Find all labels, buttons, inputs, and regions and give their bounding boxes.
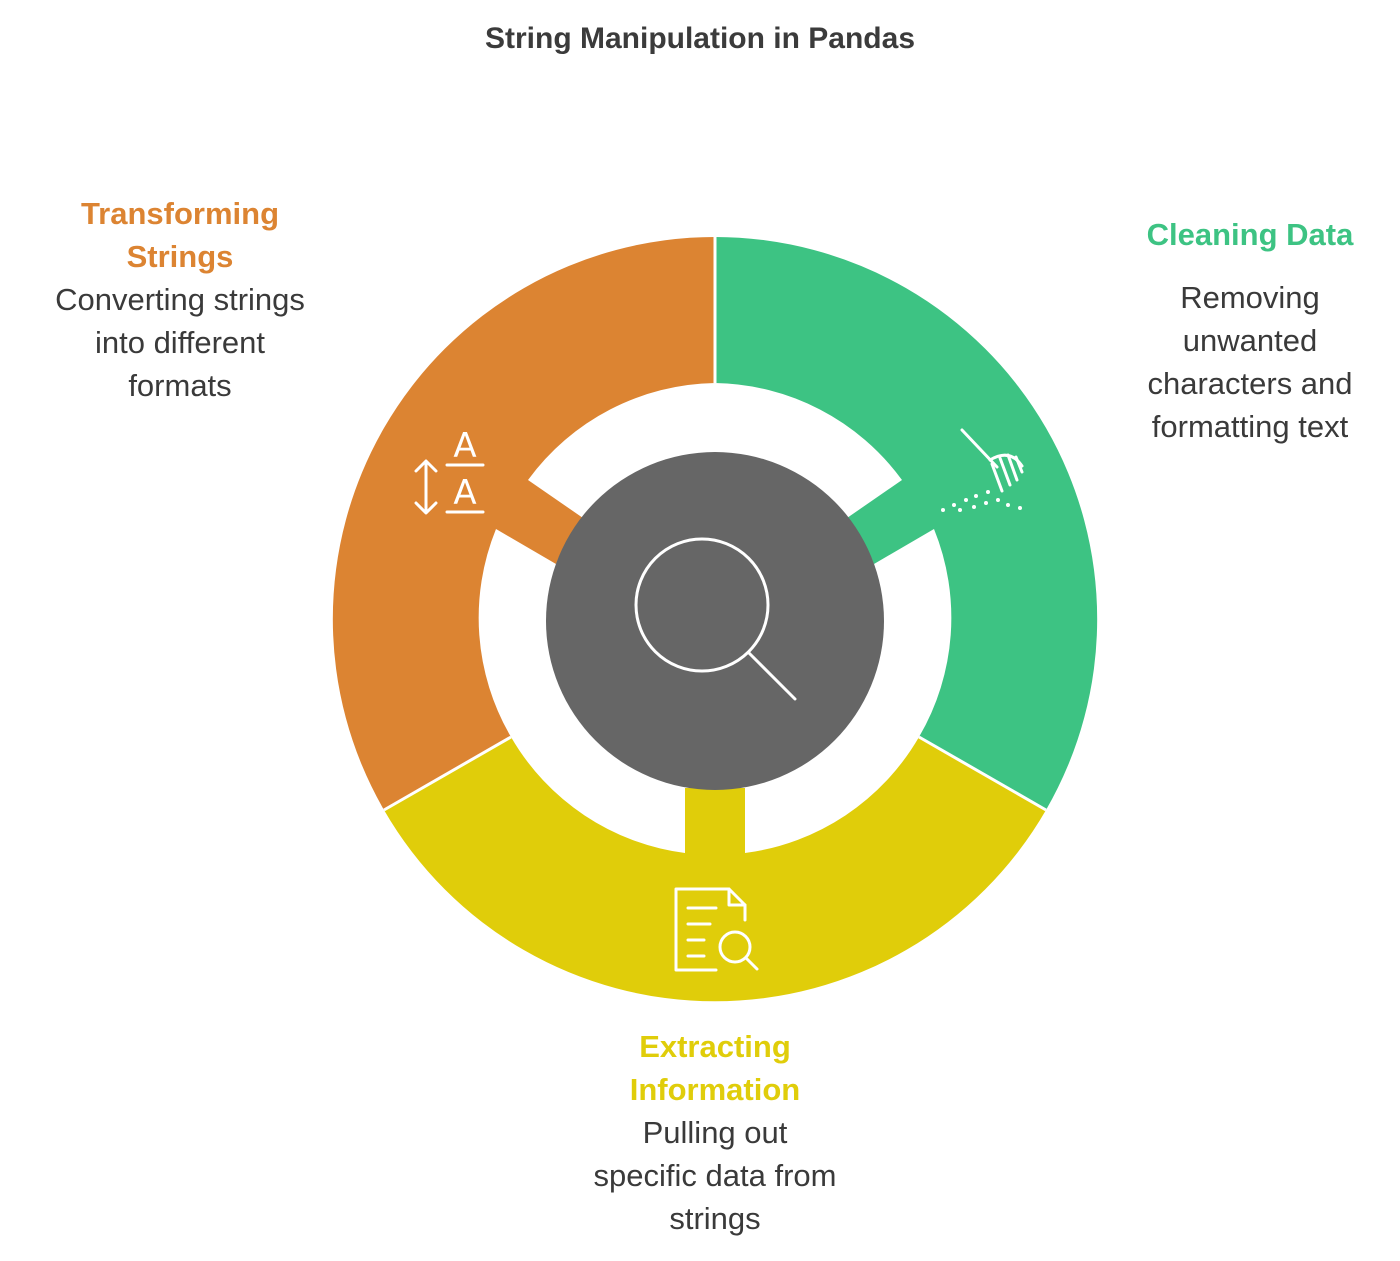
divider-line [383, 735, 512, 812]
extract-description: Pulling out specific data from strings [593, 1115, 837, 1236]
clean-heading: Cleaning Data [1146, 217, 1354, 252]
text-size-icon: A A [414, 426, 485, 515]
extract-heading: Extracting Information [629, 1029, 801, 1107]
extract-label-block: Extracting Information Pulling out speci… [540, 1025, 890, 1240]
clean-description: Removing unwanted characters and formatt… [1147, 280, 1353, 444]
text-size-icon-letter: A [453, 473, 476, 513]
clean-label-block: Cleaning Data Removing unwanted characte… [1120, 213, 1380, 448]
extract-segment [384, 737, 1046, 1002]
rake-icon [941, 428, 1024, 512]
document-search-icon [674, 887, 759, 972]
transform-heading: Transforming Strings [80, 196, 280, 274]
transform-segment [332, 236, 715, 811]
divider-line [918, 735, 1047, 812]
page-title: String Manipulation in Pandas [484, 22, 916, 55]
clean-segment [715, 236, 1098, 810]
text-size-icon-letter: A [453, 426, 476, 466]
center-hub [546, 452, 884, 790]
transform-label-block: Transforming Strings Converting strings … [20, 192, 340, 407]
magnifier-icon [634, 537, 797, 701]
transform-description: Converting strings into different format… [55, 282, 305, 403]
